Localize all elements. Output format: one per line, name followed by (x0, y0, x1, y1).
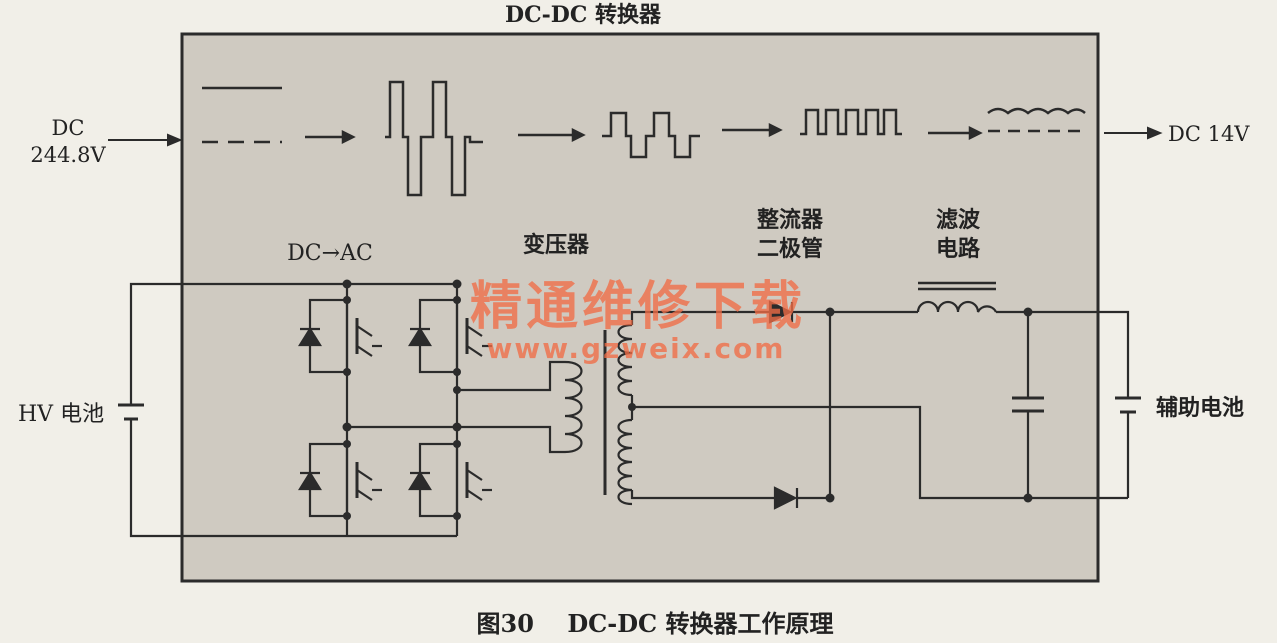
input-arrow (108, 133, 183, 147)
igbt-q2 (465, 318, 492, 357)
diode-q3 (298, 470, 322, 491)
igbt-q3 (355, 462, 382, 501)
circuit-schematic (118, 281, 1141, 538)
rectifier-label-line1: 整流器 (757, 207, 824, 233)
igbt-q4 (465, 462, 492, 501)
inverter-label: DC→AC (287, 241, 373, 266)
transformer-primary (564, 360, 583, 454)
figure-caption: 图30 DC-DC 转换器工作原理 (477, 609, 834, 638)
diode-q2 (408, 326, 432, 347)
watermark-title: 精通维修下载 (470, 277, 806, 337)
filter-label-line1: 滤波 (936, 207, 981, 233)
diode-q4 (408, 470, 432, 491)
transformer-label: 变压器 (523, 232, 590, 258)
filter-label-line2: 电路 (936, 236, 981, 262)
watermark-url: www.gzweix.com (487, 332, 786, 365)
input-voltage-line1: DC (52, 116, 85, 140)
filter-inductor (916, 300, 997, 313)
igbt-q1 (355, 318, 382, 357)
rectifier-label-line2: 二极管 (757, 236, 823, 262)
diagram-title: DC-DC 转换器 (505, 2, 662, 28)
diode-q1 (298, 326, 322, 347)
converter-box (180, 32, 1100, 583)
aux-battery-label: 辅助电池 (1156, 395, 1244, 421)
junction-dots (342, 279, 1033, 520)
input-voltage-line2: 244.8V (30, 143, 106, 167)
hv-battery-label: HV 电池 (18, 402, 104, 427)
waveform-strip (202, 80, 1088, 197)
output-arrow (1104, 126, 1163, 140)
output-voltage: DC 14V (1168, 122, 1250, 146)
